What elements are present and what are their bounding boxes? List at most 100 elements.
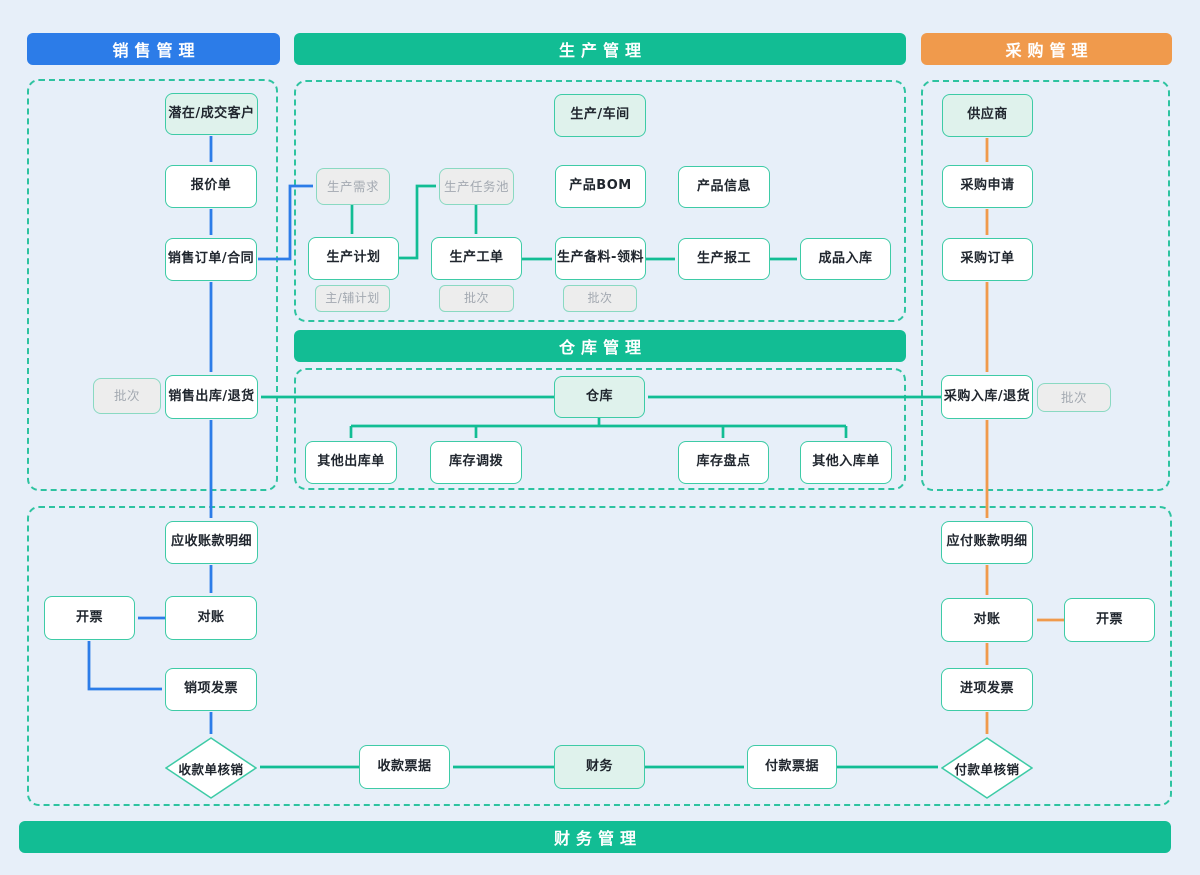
- node-prod-report-label: 生产报工: [696, 250, 751, 266]
- node-prod-report[interactable]: 生产报工: [678, 238, 770, 280]
- finance-region: [27, 506, 1172, 806]
- sales-region: [27, 79, 278, 491]
- node-invoice-issue-ap-label: 开票: [1095, 611, 1123, 627]
- node-supplier[interactable]: 供应商: [942, 94, 1033, 137]
- node-other-outbound-label: 其他出库单: [317, 454, 385, 470]
- node-sales-order-label: 销售订单/合同: [167, 251, 255, 267]
- node-output-invoice-label: 销项发票: [183, 681, 238, 697]
- node-main-aux-plan-label: 主/辅计划: [325, 290, 380, 305]
- edge-salesorder-proddemand: [258, 184, 313, 261]
- warehouse-header[interactable]: 仓库管理: [294, 330, 906, 362]
- node-payment-note-label: 付款票据: [764, 758, 819, 774]
- production-header[interactable]: 生产管理: [294, 33, 906, 65]
- node-payment-writeoff[interactable]: 付款单核销: [941, 737, 1033, 799]
- node-purchase-request-label: 采购申请: [960, 178, 1015, 194]
- node-finished-inbound[interactable]: 成品入库: [800, 238, 891, 280]
- node-warehouse[interactable]: 仓库: [554, 376, 645, 418]
- node-ar-detail[interactable]: 应收账款明细: [165, 521, 258, 564]
- finance-header[interactable]: 财务管理: [19, 821, 1171, 853]
- node-invoice-issue-ap[interactable]: 开票: [1064, 598, 1155, 642]
- node-ap-detail[interactable]: 应付账款明细: [941, 521, 1033, 564]
- node-customer[interactable]: 潜在/成交客户: [165, 93, 258, 135]
- node-prod-material[interactable]: 生产备料-领料: [555, 237, 646, 280]
- node-workorder-batch[interactable]: 批次: [439, 285, 514, 312]
- node-receipt-note-label: 收款票据: [377, 758, 432, 774]
- node-product-info-label: 产品信息: [696, 178, 751, 194]
- node-invoice-issue-ar-label: 开票: [75, 609, 103, 625]
- node-sales-outbound-label: 销售出库/退货: [168, 388, 255, 404]
- node-stock-check[interactable]: 库存盘点: [678, 441, 769, 484]
- node-prod-task-pool-label: 生产任务池: [443, 178, 509, 194]
- node-finance[interactable]: 财务: [554, 745, 645, 789]
- node-payment-note[interactable]: 付款票据: [747, 745, 837, 789]
- node-stock-transfer[interactable]: 库存调拨: [430, 441, 522, 484]
- node-reconcile-ap[interactable]: 对账: [941, 598, 1033, 642]
- node-prod-demand[interactable]: 生产需求: [316, 168, 390, 205]
- node-reconcile-ar-label: 对账: [197, 609, 225, 625]
- node-receipt-writeoff[interactable]: 收款单核销: [165, 737, 257, 799]
- edge-prodplan-taskpool: [399, 184, 436, 260]
- node-stock-check-label: 库存盘点: [696, 454, 751, 470]
- node-customer-label: 潜在/成交客户: [168, 105, 255, 121]
- warehouse-header-label: 仓库管理: [558, 338, 647, 357]
- node-receipt-writeoff-label: 收款单核销: [178, 761, 244, 777]
- finance-header-label: 财务管理: [553, 829, 642, 848]
- node-product-bom-label: 产品BOM: [569, 178, 632, 194]
- node-payment-writeoff-label: 付款单核销: [954, 761, 1020, 777]
- diamond-shape: [941, 737, 1033, 799]
- node-product-info[interactable]: 产品信息: [678, 166, 770, 208]
- node-purchase-inbound-label: 采购入库/退货: [943, 388, 1031, 404]
- node-purchase-request[interactable]: 采购申请: [942, 165, 1033, 208]
- purchase-header-label: 采购管理: [1005, 41, 1094, 60]
- sales-header[interactable]: 销售管理: [27, 33, 280, 65]
- node-product-bom[interactable]: 产品BOM: [555, 165, 646, 208]
- node-quotation-label: 报价单: [190, 178, 232, 194]
- warehouse-region: [294, 368, 906, 490]
- production-region: [294, 80, 906, 322]
- node-other-inbound[interactable]: 其他入库单: [800, 441, 892, 484]
- node-receipt-note[interactable]: 收款票据: [359, 745, 450, 789]
- purchase-header[interactable]: 采购管理: [921, 33, 1172, 65]
- node-prod-material-label: 生产备料-领料: [557, 250, 644, 266]
- edge-invoiceissue-outputinvoice: [87, 641, 162, 691]
- sales-header-label: 销售管理: [112, 41, 201, 60]
- node-prod-workorder-label: 生产工单: [449, 250, 504, 266]
- node-ap-detail-label: 应付账款明细: [946, 534, 1028, 550]
- node-purchase-inbound[interactable]: 采购入库/退货: [941, 375, 1033, 419]
- node-other-outbound[interactable]: 其他出库单: [305, 441, 397, 484]
- node-warehouse-label: 仓库: [585, 388, 613, 404]
- node-sales-batch-label: 批次: [113, 388, 140, 404]
- node-main-aux-plan[interactable]: 主/辅计划: [315, 285, 390, 312]
- node-sales-order[interactable]: 销售订单/合同: [165, 238, 257, 281]
- node-sales-outbound[interactable]: 销售出库/退货: [165, 375, 258, 419]
- node-prod-task-pool[interactable]: 生产任务池: [439, 168, 514, 205]
- purchase-region: [921, 80, 1170, 491]
- edge-warehouse-branch: [351, 418, 846, 428]
- node-sales-batch[interactable]: 批次: [93, 378, 161, 414]
- diamond-shape: [165, 737, 257, 799]
- node-reconcile-ap-label: 对账: [973, 611, 1001, 627]
- node-input-invoice[interactable]: 进项发票: [941, 668, 1033, 711]
- node-purchase-batch[interactable]: 批次: [1037, 383, 1111, 412]
- node-prod-plan[interactable]: 生产计划: [308, 237, 399, 280]
- node-invoice-issue-ar[interactable]: 开票: [44, 596, 135, 640]
- node-output-invoice[interactable]: 销项发票: [165, 668, 257, 711]
- node-purchase-order-label: 采购订单: [960, 251, 1015, 267]
- node-supplier-label: 供应商: [967, 107, 1008, 123]
- node-finance-label: 财务: [585, 758, 613, 774]
- node-reconcile-ar[interactable]: 对账: [165, 596, 257, 640]
- node-prod-plan-label: 生产计划: [326, 250, 381, 266]
- node-input-invoice-label: 进项发票: [959, 681, 1014, 697]
- node-finished-inbound-label: 成品入库: [818, 250, 873, 266]
- node-workshop[interactable]: 生产/车间: [554, 94, 646, 137]
- node-material-batch[interactable]: 批次: [563, 285, 637, 312]
- node-quotation[interactable]: 报价单: [165, 165, 257, 208]
- node-prod-workorder[interactable]: 生产工单: [431, 237, 522, 280]
- node-ar-detail-label: 应收账款明细: [170, 534, 252, 550]
- node-purchase-order[interactable]: 采购订单: [942, 238, 1033, 281]
- node-other-inbound-label: 其他入库单: [812, 454, 880, 470]
- node-workshop-label: 生产/车间: [570, 107, 630, 123]
- production-header-label: 生产管理: [558, 41, 647, 60]
